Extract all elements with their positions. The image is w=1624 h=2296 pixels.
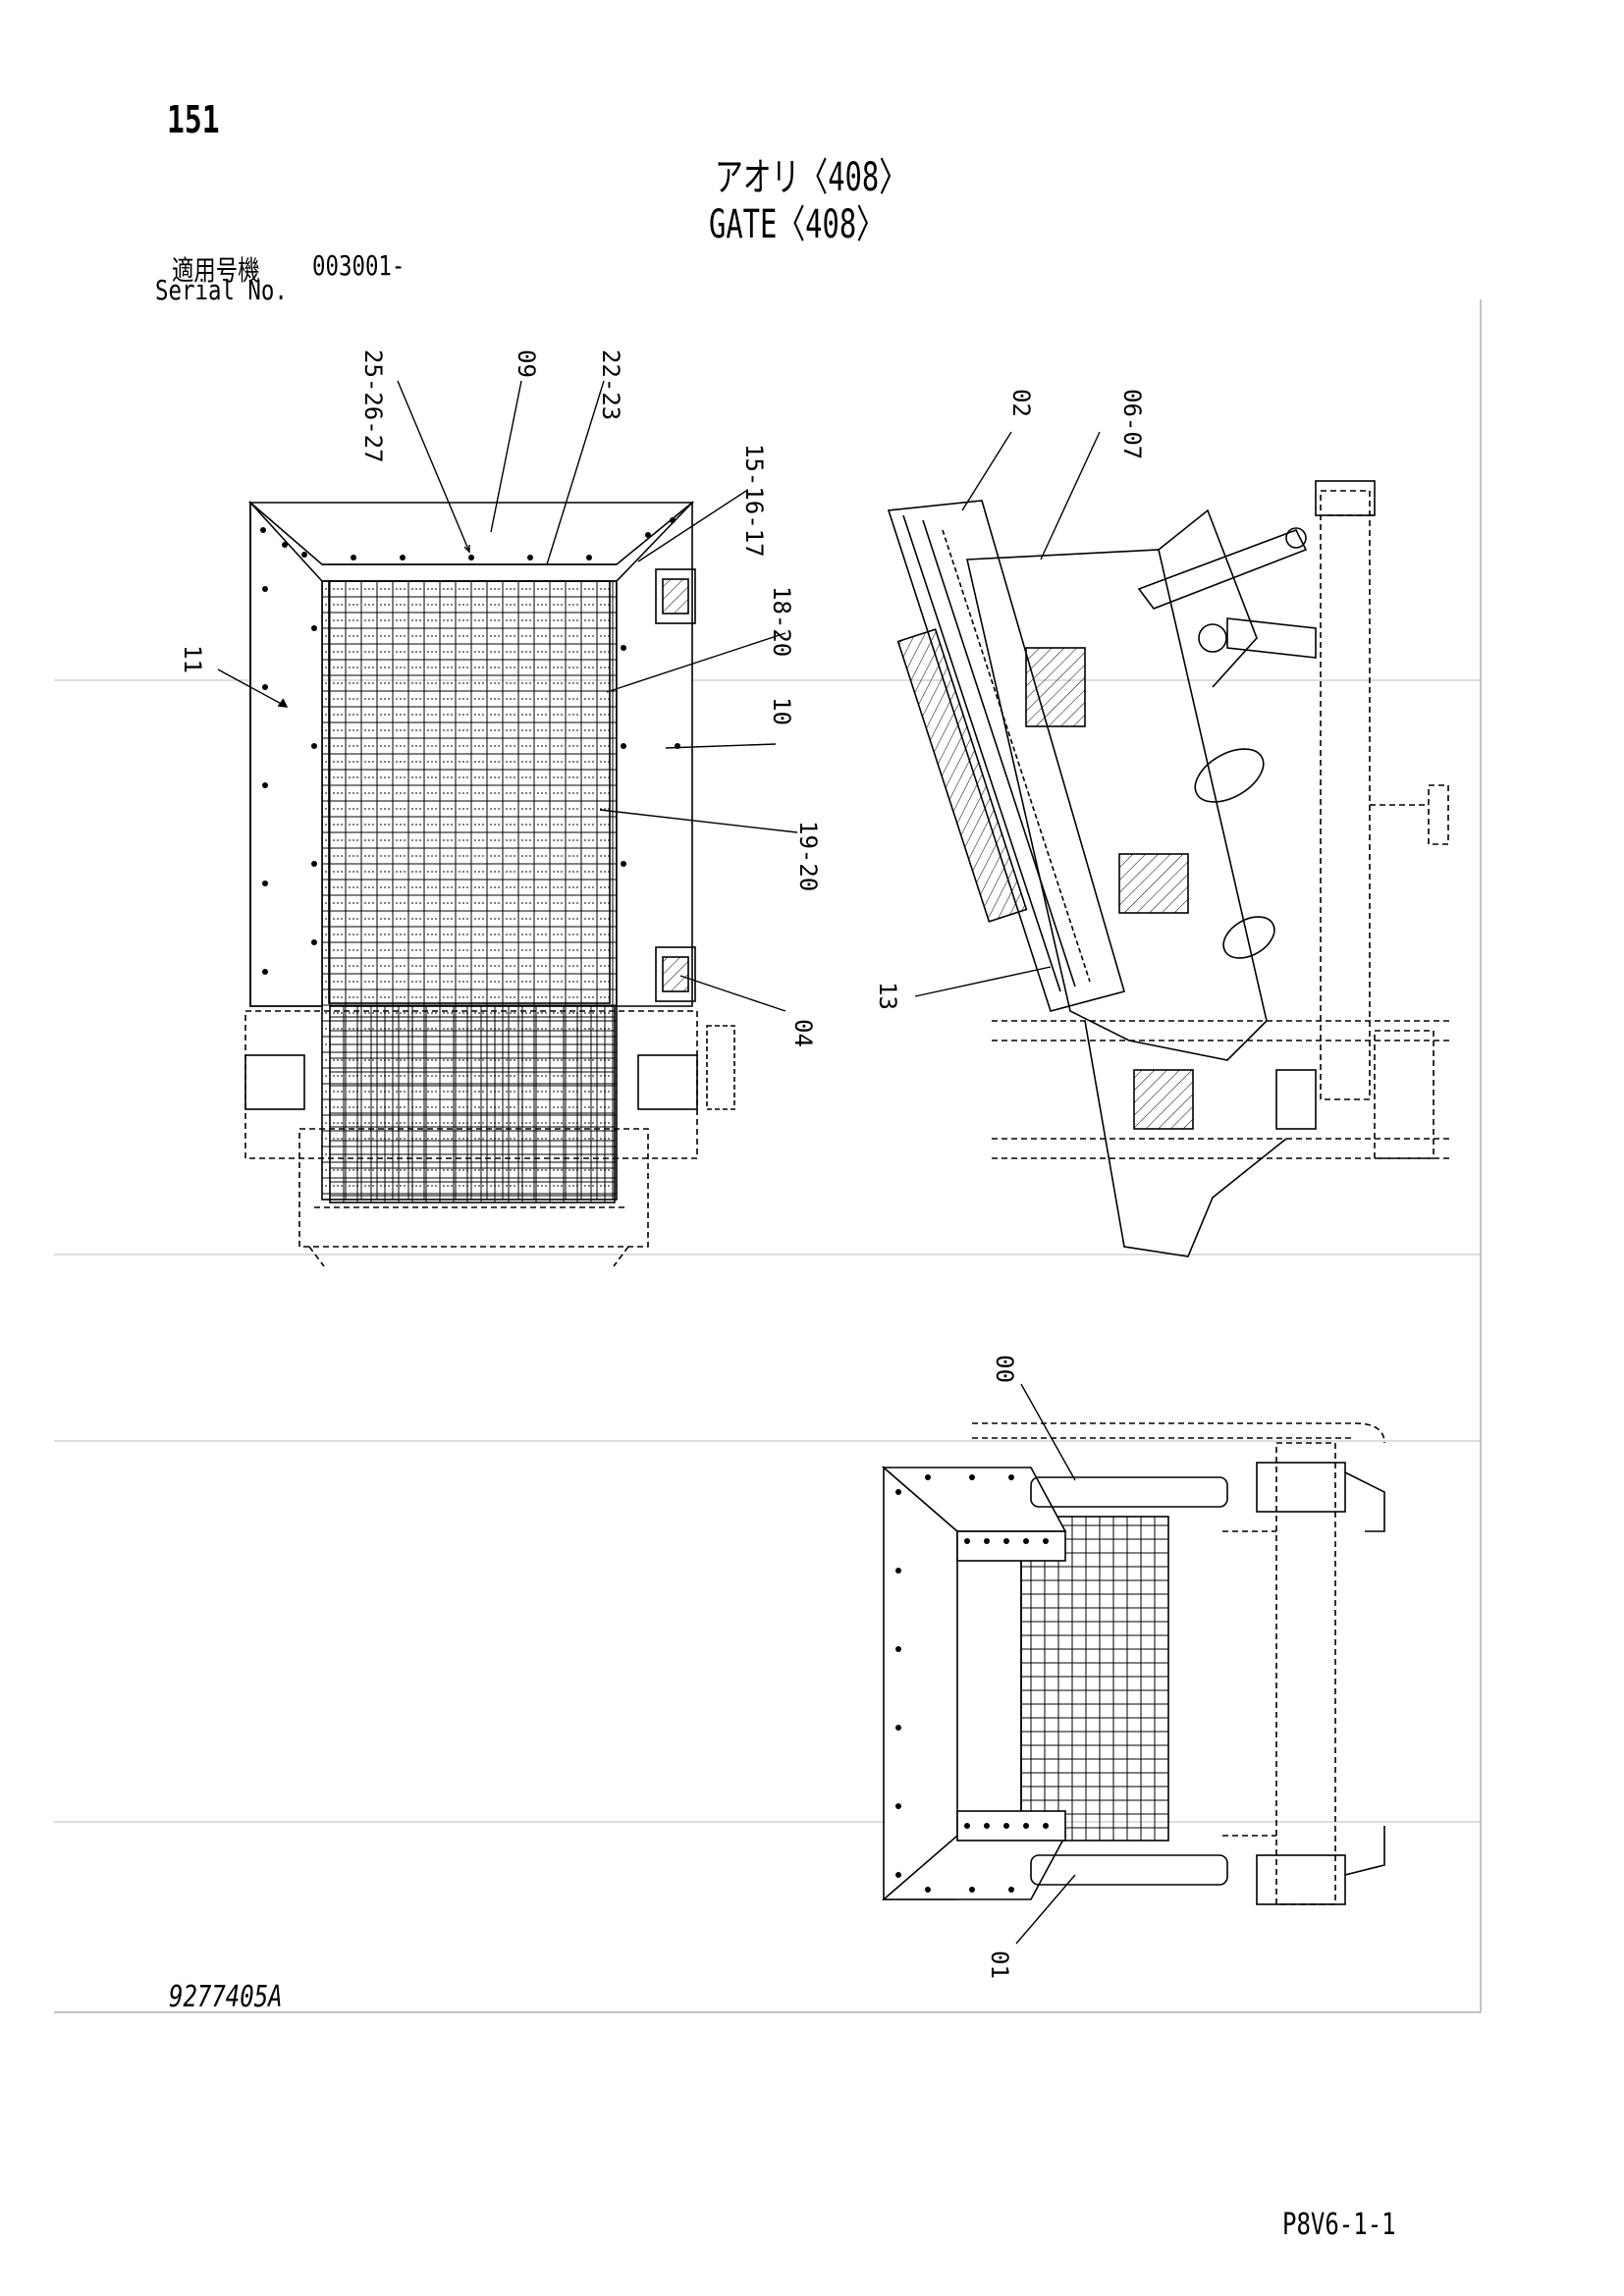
leader-lines-side <box>914 431 1101 997</box>
callout-10: 10 <box>768 697 795 725</box>
page-code: P8V6-1-1 <box>1282 2208 1396 2242</box>
leader-lines-rear <box>1015 1383 1076 1945</box>
callout-02: 02 <box>1007 389 1035 417</box>
callout-22-23: 22-23 <box>597 349 624 421</box>
callout-18-20: 18-20 <box>768 586 795 658</box>
plan-view <box>244 500 735 1267</box>
callout-15-16-17: 15-16-17 <box>740 444 768 558</box>
callout-19-20: 19-20 <box>794 821 822 892</box>
title-english: GATE〈408〉 <box>709 202 885 247</box>
serial-range: 003001- <box>312 249 406 282</box>
drawing-number: 9277405A <box>169 1980 283 2014</box>
callout-06-07: 06-07 <box>1118 389 1146 460</box>
rear-view <box>881 1422 1385 1905</box>
leader-lines-plan <box>217 380 798 1012</box>
callout-00: 00 <box>991 1355 1018 1383</box>
callout-25-26-27: 25-26-27 <box>359 349 387 463</box>
serial-label-japanese: 適用号機 <box>172 254 260 287</box>
serial-label-english: Serial No. <box>155 274 288 306</box>
callout-11: 11 <box>179 645 206 673</box>
callout-04: 04 <box>789 1019 817 1047</box>
callout-13: 13 <box>874 982 901 1010</box>
callout-01: 01 <box>986 1950 1013 1979</box>
page-number: 151 <box>167 98 220 141</box>
title-japanese: アオリ〈408〉 <box>715 155 908 200</box>
side-view <box>887 480 1453 1257</box>
callout-09: 09 <box>513 349 540 378</box>
